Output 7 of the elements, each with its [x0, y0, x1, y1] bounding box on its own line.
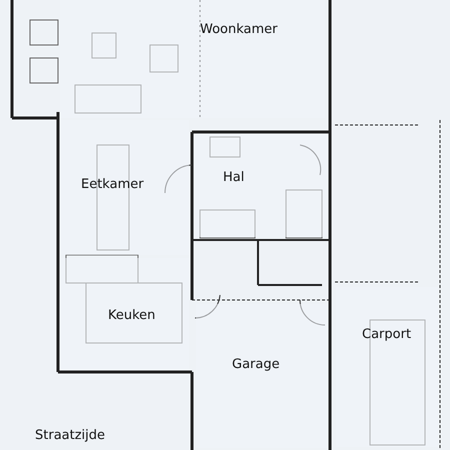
street-side-label: Straatzijde [35, 428, 106, 443]
room-name: Hal [223, 170, 244, 185]
room-name: Eetkamer [81, 177, 144, 192]
room-name: Carport [362, 327, 412, 342]
room-name: Keuken [108, 308, 156, 323]
room-name: Woonkamer [200, 22, 278, 37]
room-name: Garage [232, 357, 280, 372]
